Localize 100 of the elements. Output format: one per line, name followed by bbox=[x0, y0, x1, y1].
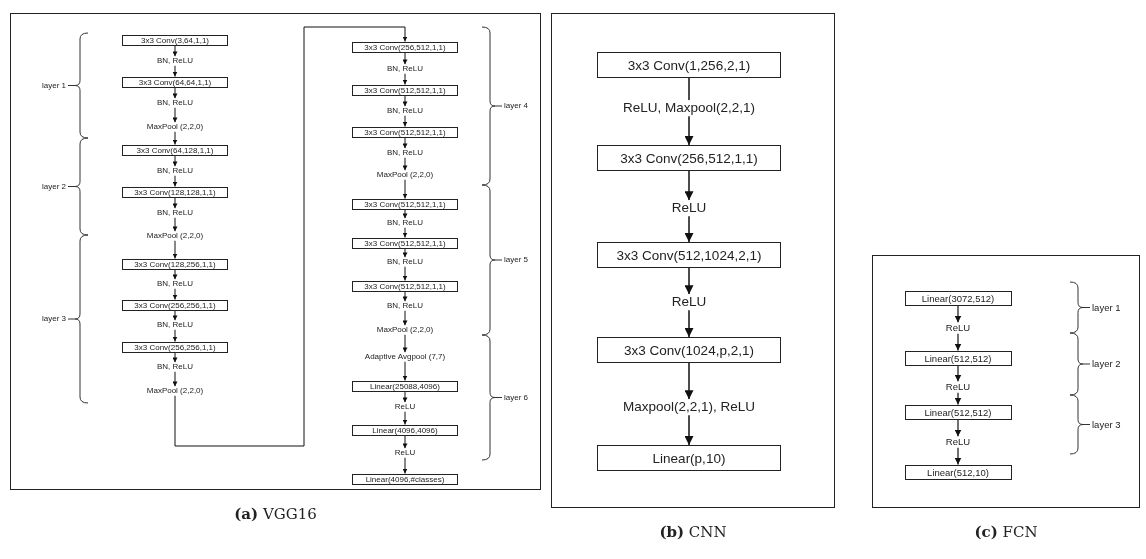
layer-label: layer 4 bbox=[504, 101, 528, 111]
arrow bbox=[402, 411, 408, 425]
operation-label: BN, ReLU bbox=[386, 257, 424, 267]
arrow bbox=[954, 364, 962, 383]
arrow bbox=[402, 248, 408, 258]
figure-caption: (a) VGG16 bbox=[234, 505, 317, 523]
arrow bbox=[402, 115, 408, 127]
layer-box: 3x3 Conv(3,64,1,1) bbox=[122, 34, 228, 46]
operation-label: BN, ReLU bbox=[156, 279, 194, 289]
arrow bbox=[402, 137, 408, 149]
layer-box: 3x3 Conv(128,256,1,1) bbox=[122, 258, 228, 270]
layer-box: 3x3 Conv(512,512,1,1) bbox=[352, 198, 458, 210]
arrow bbox=[402, 457, 408, 474]
operation-label: BN, ReLU bbox=[156, 98, 194, 108]
operation-label: ReLU bbox=[393, 402, 417, 412]
layer-box: Linear(4096,4096) bbox=[352, 424, 458, 436]
operation-label: ReLU, Maxpool(2,2,1) bbox=[621, 100, 757, 116]
arrow bbox=[402, 157, 408, 171]
arrow bbox=[402, 95, 408, 107]
operation-label: MaxPool (2,2,0) bbox=[375, 170, 435, 180]
operation-label: BN, ReLU bbox=[386, 148, 424, 158]
arrow bbox=[402, 361, 408, 381]
operation-label: ReLU bbox=[670, 294, 708, 310]
arrow bbox=[684, 267, 694, 295]
arrow bbox=[172, 175, 178, 187]
arrow bbox=[172, 371, 178, 387]
layer-box: 3x3 Conv(512,512,1,1) bbox=[352, 126, 458, 138]
operation-label: BN, ReLU bbox=[156, 56, 194, 66]
operation-label: ReLU bbox=[393, 448, 417, 458]
layer-box: Linear(512,512) bbox=[904, 404, 1012, 420]
operation-label: BN, ReLU bbox=[156, 166, 194, 176]
layer-label: layer 1 bbox=[42, 80, 66, 91]
layer-box: 3x3 Conv(128,128,1,1) bbox=[122, 186, 228, 198]
arrow bbox=[954, 304, 962, 324]
operation-label: BN, ReLU bbox=[156, 208, 194, 218]
arrow bbox=[172, 310, 178, 321]
layer-label: layer 6 bbox=[504, 392, 528, 403]
arrow bbox=[172, 45, 178, 57]
operation-label: ReLU bbox=[944, 381, 972, 393]
arrow bbox=[954, 332, 962, 352]
layer-box: 3x3 Conv(512,512,1,1) bbox=[352, 237, 458, 249]
figure-caption: (b) CNN bbox=[659, 523, 727, 541]
operation-label: MaxPool (2,2,0) bbox=[145, 386, 205, 396]
arrow bbox=[954, 418, 962, 438]
arrow bbox=[172, 65, 178, 77]
arrow bbox=[172, 269, 178, 280]
layer-label: layer 3 bbox=[42, 314, 66, 324]
arrow bbox=[684, 414, 694, 446]
arrow bbox=[684, 170, 694, 201]
figure-caption: (c) FCN bbox=[974, 523, 1038, 541]
operation-label: ReLU bbox=[944, 436, 972, 448]
arrow bbox=[402, 52, 408, 65]
arrow bbox=[172, 329, 178, 342]
layer-box: 3x3 Conv(256,512,1,1) bbox=[597, 145, 781, 171]
layer-box: 3x3 Conv(64,64,1,1) bbox=[122, 76, 228, 88]
layer-box: 3x3 Conv(512,1024,2,1) bbox=[597, 242, 781, 268]
arrow bbox=[402, 310, 408, 326]
operation-label: MaxPool (2,2,0) bbox=[375, 325, 435, 335]
arrow bbox=[172, 131, 178, 145]
arrow bbox=[684, 215, 694, 243]
arrow bbox=[172, 352, 178, 363]
arrow bbox=[402, 291, 408, 302]
layer-label: layer 2 bbox=[42, 181, 66, 192]
operation-label: BN, ReLU bbox=[156, 362, 194, 372]
arrow bbox=[954, 391, 962, 406]
operation-label: ReLU bbox=[670, 200, 708, 216]
layer-box: 3x3 Conv(1024,p,2,1) bbox=[597, 337, 781, 363]
arrow bbox=[402, 435, 408, 449]
arrow bbox=[402, 227, 408, 238]
operation-label: MaxPool (2,2,0) bbox=[145, 231, 205, 241]
layer-box: 3x3 Conv(1,256,2,1) bbox=[597, 52, 781, 78]
layer-box: 3x3 Conv(512,512,1,1) bbox=[352, 84, 458, 96]
arrow bbox=[402, 179, 408, 199]
operation-label: BN, ReLU bbox=[156, 320, 194, 330]
arrow bbox=[172, 288, 178, 300]
operation-label: ReLU bbox=[944, 322, 972, 334]
layer-label: layer 3 bbox=[1092, 419, 1121, 430]
layer-box: Linear(512,10) bbox=[904, 464, 1012, 480]
operation-label: Adaptive Avgpool (7,7) bbox=[363, 352, 447, 362]
layer-box: Linear(3072,512) bbox=[904, 290, 1012, 306]
layer-label: layer 5 bbox=[504, 255, 528, 265]
operation-label: BN, ReLU bbox=[386, 301, 424, 311]
layer-label: layer 2 bbox=[1092, 358, 1121, 370]
arrow bbox=[172, 107, 178, 123]
arrow bbox=[172, 155, 178, 167]
layer-box: 3x3 Conv(512,512,1,1) bbox=[352, 280, 458, 292]
arrow bbox=[402, 266, 408, 281]
arrow bbox=[172, 87, 178, 99]
operation-label: Maxpool(2,2,1), ReLU bbox=[621, 399, 757, 415]
arrow bbox=[954, 446, 962, 466]
arrow bbox=[402, 334, 408, 353]
arrow bbox=[684, 115, 694, 146]
arrow bbox=[402, 391, 408, 403]
layer-box: 3x3 Conv(256,256,1,1) bbox=[122, 341, 228, 353]
arrow bbox=[174, 26, 408, 447]
operation-label: MaxPool (2,2,0) bbox=[145, 122, 205, 132]
operation-label: BN, ReLU bbox=[386, 64, 424, 74]
arrow bbox=[172, 197, 178, 209]
arrow bbox=[684, 362, 694, 400]
layer-box: Linear(25088,4096) bbox=[352, 380, 458, 392]
